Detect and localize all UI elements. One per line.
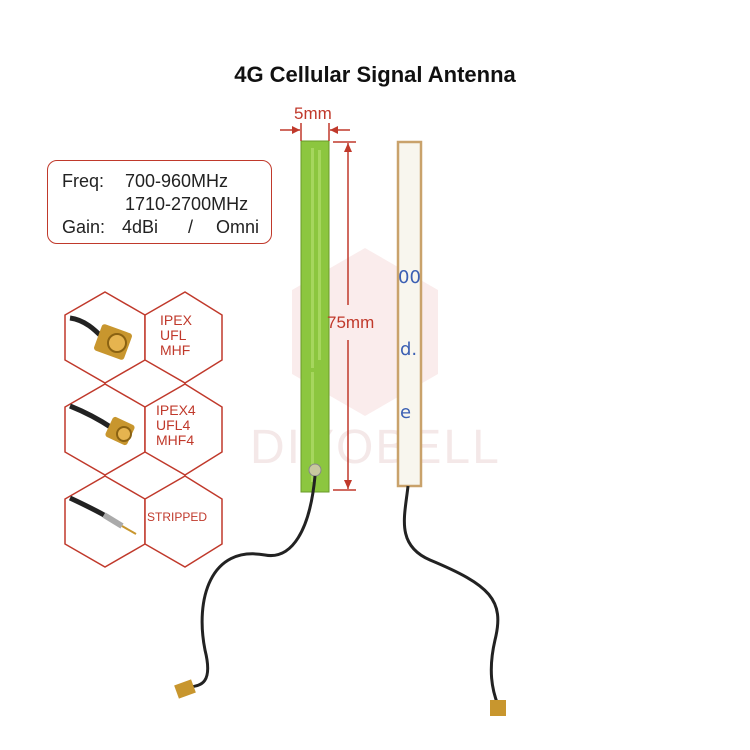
freq-band-1: 700-960MHz bbox=[125, 171, 229, 191]
watermark: DIYOBELL bbox=[250, 421, 501, 474]
length-dimension bbox=[333, 141, 356, 491]
spec-separator: / bbox=[188, 217, 194, 237]
connector-ipex4-label: IPEX4 UFL4 MHF4 bbox=[156, 403, 196, 448]
connector-stripped-label: STRIPPED bbox=[147, 510, 207, 525]
connector-stripped-line-1: STRIPPED bbox=[147, 510, 208, 524]
svg-text:e: e bbox=[400, 402, 411, 423]
svg-text:d.: d. bbox=[400, 339, 417, 360]
connector-ipex4-line-2: UFL4 bbox=[156, 417, 191, 433]
svg-text:00: 00 bbox=[398, 267, 421, 288]
freq-label: Freq: bbox=[62, 171, 105, 191]
pcb-antenna-green bbox=[300, 140, 330, 493]
connector-ipex-line-2: UFL bbox=[160, 327, 187, 343]
spec-box: Freq: 700-960MHz 1710-2700MHz Gain: 4dBi… bbox=[47, 160, 272, 244]
gain-value: 4dBi bbox=[122, 217, 159, 237]
gain-label: Gain: bbox=[62, 217, 106, 237]
connector-left bbox=[174, 679, 196, 699]
connector-ipex4-line-1: IPEX4 bbox=[156, 402, 196, 418]
connector-ipex4-line-3: MHF4 bbox=[156, 432, 195, 448]
connector-right bbox=[490, 700, 506, 716]
width-dimension bbox=[280, 123, 350, 141]
freq-band-2: 1710-2700MHz bbox=[125, 194, 249, 214]
connector-ipex-hexagon bbox=[64, 291, 223, 384]
connector-ipex-label: IPEX UFL MHF bbox=[160, 313, 192, 358]
width-label: 5mm bbox=[294, 104, 332, 123]
connector-ipex-line-3: MHF bbox=[160, 342, 191, 358]
cable-left bbox=[184, 475, 317, 690]
connector-ipex-line-1: IPEX bbox=[160, 312, 192, 328]
page-title: 4G Cellular Signal Antenna bbox=[234, 62, 516, 87]
connector-stripped-hexagon bbox=[64, 475, 223, 568]
cable-right bbox=[402, 485, 500, 706]
connector-ipex4-hexagon bbox=[64, 383, 223, 476]
pcb-antenna-white: 00 d. e bbox=[396, 140, 423, 488]
length-label: 75mm bbox=[327, 313, 375, 332]
radiation-pattern: Omni bbox=[216, 217, 260, 237]
